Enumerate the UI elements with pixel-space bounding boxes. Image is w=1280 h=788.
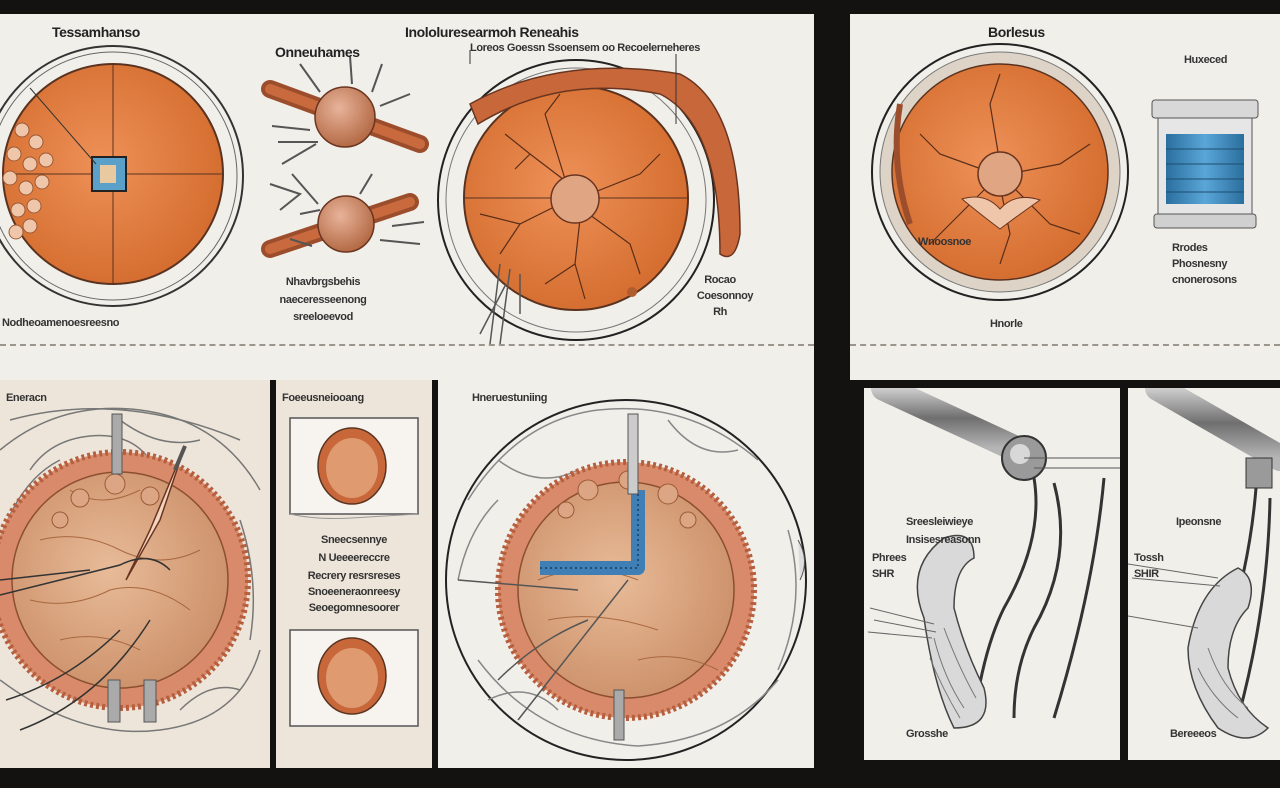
- top-left-illustrations: [0, 45, 741, 345]
- top-right-illustrations: [871, 43, 1259, 301]
- heading-1: Tessamhanso: [52, 24, 140, 40]
- top-right-panel: Borlesus Huxeced Rrodes Phosnesny cnoner…: [850, 14, 1280, 380]
- eye-surgery-illustration-1: [0, 407, 261, 733]
- panel-2-text-3: Recrery resrsreses: [307, 570, 401, 582]
- divider-top-right: [850, 344, 1280, 346]
- bottom-panel-3: Hneruestuniing: [438, 380, 814, 768]
- panel-1-heading: Eneracn: [6, 392, 47, 404]
- top-left-panel: Tessamhanso Onneuhames Inololuresearmoh …: [0, 14, 814, 380]
- caption-right-3: Rh: [713, 306, 727, 318]
- eye-cross-section-3: [871, 43, 1129, 301]
- specimen-jar: [1151, 99, 1259, 229]
- instrument-2-label-1: Ipeonsne: [1176, 516, 1222, 528]
- nodule-illustration: [261, 55, 429, 258]
- caption-right-1: Rocao: [704, 274, 736, 286]
- eye-cross-section-1: [0, 45, 244, 307]
- instrument-illustration-2: [1128, 388, 1280, 739]
- subheading-3: Loreos Goessn Ssoensem oo Recoelernehere…: [470, 42, 700, 54]
- instrument-2-label-4: Bereeeos: [1170, 728, 1217, 740]
- bottom-panel-5: Ipeonsne Tossh SHIR Bereeeos: [1128, 388, 1280, 760]
- panel-2-text-2: N Ueeeereccre: [318, 552, 390, 564]
- right-caption-3: cnonerosons: [1172, 274, 1237, 286]
- instrument-1-label-4: SHR: [872, 568, 895, 580]
- caption-mid-1: Nhavbrgsbehis: [285, 276, 361, 288]
- bottom-panel-2: Foeeusneiooang Sneecsennye N Ueeeereccre…: [276, 380, 432, 768]
- bottom-panel-4: Sreesleiwieye Insisesreasonn Phrees SHR …: [864, 388, 1120, 760]
- instrument-illustration-1: [867, 388, 1120, 729]
- instrument-2-label-2: Tossh: [1134, 552, 1164, 564]
- right-caption-2: Phosnesny: [1172, 258, 1228, 270]
- jar-label: Huxeced: [1184, 54, 1228, 66]
- heading-3: Inololuresearmoh Reneahis: [405, 24, 579, 40]
- caption-mid-3: sreeloeevod: [293, 311, 353, 323]
- caption-right-2: Coesonnoy: [696, 290, 754, 302]
- panel-2-heading: Foeeusneiooang: [282, 392, 364, 404]
- panel-2-text-4: Snoeeneraonreesy: [307, 586, 401, 598]
- bottom-label-right: Hnorle: [990, 318, 1023, 330]
- heading-right: Borlesus: [988, 24, 1045, 40]
- right-caption-1: Rrodes: [1172, 242, 1208, 254]
- instrument-1-label-5: Grosshe: [906, 728, 948, 740]
- eye-surgery-illustration-2: [445, 399, 807, 761]
- instrument-1-label-3: Phrees: [872, 552, 907, 564]
- eye-cross-section-2: [437, 50, 741, 345]
- instrument-1-label-1: Sreesleiwieye: [906, 516, 973, 528]
- panel-2-text-1: Sneecsennye: [321, 534, 387, 546]
- divider-top-left: [0, 344, 814, 346]
- eye-label-right: Wnoosnoe: [918, 236, 972, 248]
- lens-illustrations: [289, 417, 419, 727]
- caption-left: Nodheoamenoesreesno: [2, 317, 120, 329]
- instrument-2-label-3: SHIR: [1134, 568, 1159, 580]
- bottom-panel-1: Eneracn: [0, 380, 270, 768]
- panel-3-heading: Hneruestuniing: [472, 392, 548, 404]
- instrument-1-label-2: Insisesreasonn: [906, 534, 981, 546]
- heading-2: Onneuhames: [275, 44, 360, 60]
- caption-mid-2: naeceresseenong: [279, 294, 367, 306]
- panel-2-text-5: Seoegomnesoorer: [308, 602, 400, 614]
